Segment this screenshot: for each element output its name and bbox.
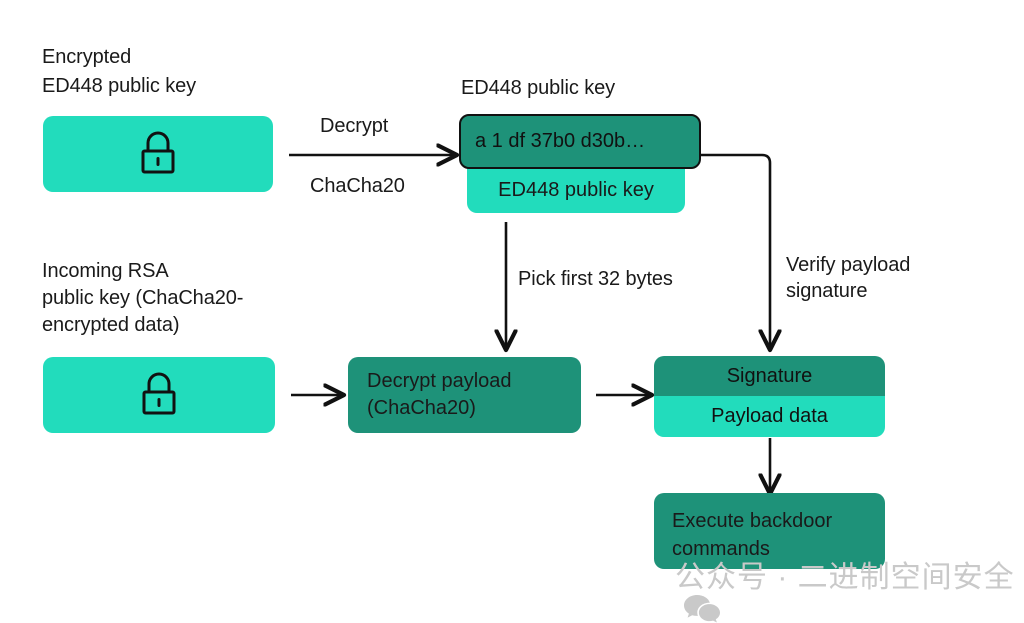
payload-data-label: Payload data bbox=[711, 405, 828, 427]
verify-payload-signature-label-line1: Verify payload bbox=[786, 254, 911, 276]
wechat-icon bbox=[627, 562, 721, 623]
decrypt-arrow-label-below: ChaCha20 bbox=[310, 175, 405, 197]
payload-data-box[interactable]: Payload data bbox=[654, 396, 885, 437]
incoming-key-label-line1: Incoming RSA bbox=[42, 260, 169, 282]
lock-icon-encrypted-key bbox=[43, 116, 273, 192]
ed448-public-key-hex-value: a 1 df 37b0 d30b… bbox=[475, 130, 646, 152]
encrypted-key-label-line2: ED448 public key bbox=[42, 75, 197, 97]
signature-label: Signature bbox=[726, 364, 813, 387]
watermark: 公众号 · 二进制空间安全 bbox=[627, 561, 1015, 623]
arrow-verify-payload-signature bbox=[700, 153, 770, 348]
encrypted-key-label-line1: Encrypted bbox=[42, 46, 132, 68]
ed448-public-key-outer-label: ED448 public key bbox=[498, 179, 654, 201]
decrypt-payload-label-line1: Decrypt payload bbox=[367, 370, 512, 392]
watermark-text: 公众号 · 二进制空间安全 bbox=[675, 561, 1015, 594]
decrypt-payload-box[interactable] bbox=[348, 357, 581, 433]
incoming-key-label-line3: encrypted data) bbox=[42, 314, 180, 336]
verify-payload-signature-label-line2: signature bbox=[786, 280, 868, 302]
signature-box[interactable]: Signature bbox=[654, 356, 885, 396]
incoming-rsa-key-box[interactable] bbox=[43, 357, 275, 433]
lock-icon-incoming-key bbox=[43, 357, 275, 433]
decrypt-arrow-label-above: Decrypt bbox=[320, 115, 389, 137]
ed448-public-key-heading: ED448 public key bbox=[461, 77, 616, 99]
execute-backdoor-label-line2: commands bbox=[672, 538, 770, 560]
execute-backdoor-box[interactable] bbox=[654, 493, 885, 569]
encrypted-ed448-key-box[interactable] bbox=[43, 116, 273, 192]
incoming-key-label-line2: public key (ChaCha20- bbox=[42, 287, 244, 309]
execute-backdoor-label-line1: Execute backdoor bbox=[672, 510, 833, 532]
ed448-public-key-inner-box[interactable]: a 1 df 37b0 d30b… bbox=[459, 114, 701, 169]
decrypt-payload-label-line2: (ChaCha20) bbox=[367, 397, 476, 419]
pick-first-32-bytes-label: Pick first 32 bytes bbox=[518, 268, 673, 290]
